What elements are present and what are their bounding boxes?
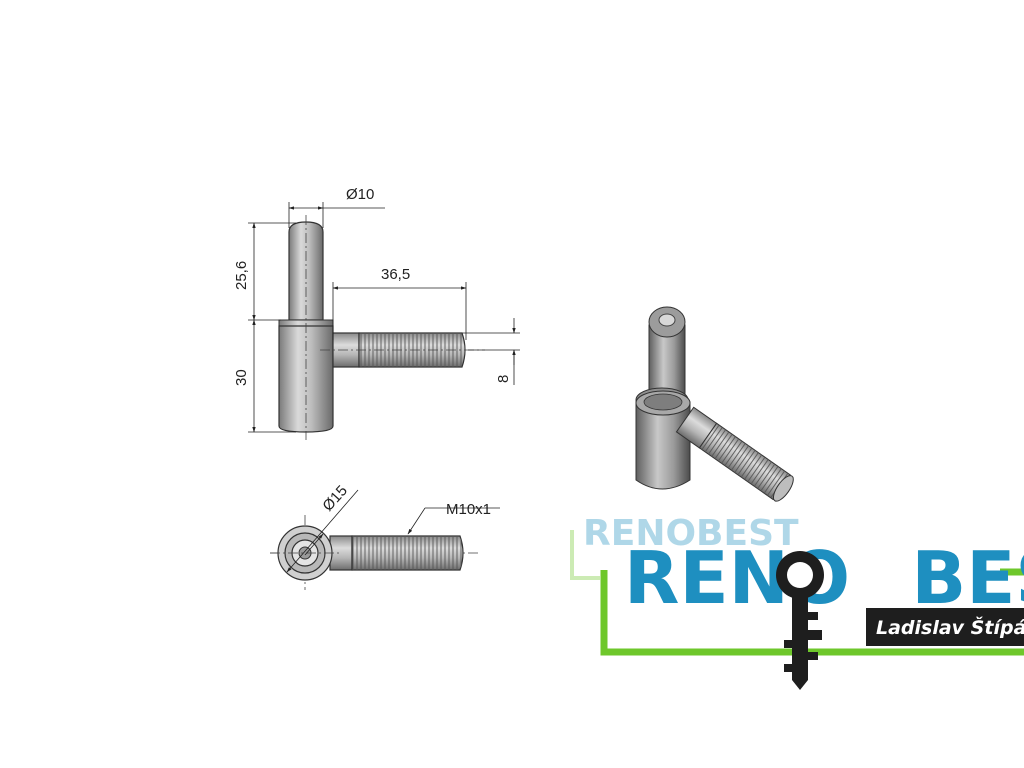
front-view: Ø10 25,6 30 36,5 8 [233, 186, 520, 440]
renobest-logo: RENOBEST RENOOBEST Ladislav Štípán [570, 513, 1024, 690]
logo-shadow: RENOBEST [570, 513, 799, 580]
dim-pin-diameter: Ø10 [288, 186, 385, 228]
dim-thread-length: 36,5 [332, 266, 467, 340]
logo-frame-left [600, 570, 1024, 656]
dim-sleeve-height: 30 [233, 319, 296, 433]
dim-thread-spec: M10x1 [407, 501, 500, 535]
dim-label-thread-diameter: 8 [495, 375, 512, 383]
dim-thread-diameter: 8 [462, 318, 520, 385]
dim-label-thread-spec: M10x1 [446, 501, 491, 518]
logo-brand: RENOOBEST [624, 536, 1024, 620]
isometric-view [635, 306, 794, 502]
dim-label-pin-height: 25,6 [233, 261, 250, 290]
logo-shadow-text: RENOBEST [583, 513, 799, 554]
key-icon [776, 551, 824, 690]
dim-label-pin-diameter: Ø10 [346, 186, 374, 203]
top-view: Ø15 M10x1 [270, 482, 500, 590]
dim-label-sleeve-height: 30 [233, 369, 250, 386]
threaded-bolt [332, 332, 466, 368]
logo-owner: Ladislav Štípán [876, 615, 1024, 639]
owner-bar [866, 608, 1024, 646]
dim-label-sleeve-diameter: Ø15 [319, 482, 351, 514]
dim-label-thread-length: 36,5 [381, 266, 410, 283]
dim-pin-height: 25,6 [233, 222, 296, 321]
